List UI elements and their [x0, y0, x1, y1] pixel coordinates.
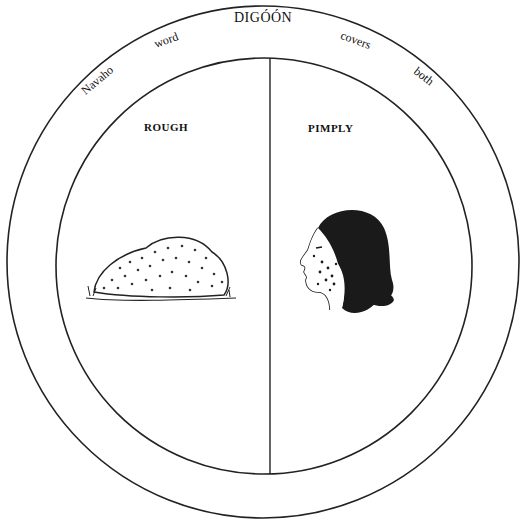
ring-word: both: [411, 64, 437, 89]
rough-rock: [86, 237, 236, 300]
ring-word: word: [152, 29, 180, 52]
inner-circle: [56, 58, 472, 474]
half-region: ROUGH: [138, 117, 194, 137]
divider-line: [269, 58, 270, 474]
half-region: PIMPLY: [302, 118, 359, 138]
region-label: ROUGH: [144, 121, 188, 133]
ring-title: DIGÓÓN: [234, 10, 292, 26]
ring-word: Navaho: [79, 63, 117, 98]
outer-circle: [7, 6, 519, 518]
ring-word: covers: [338, 28, 373, 53]
pimply-face: [301, 210, 394, 313]
region-label: PIMPLY: [308, 122, 353, 134]
